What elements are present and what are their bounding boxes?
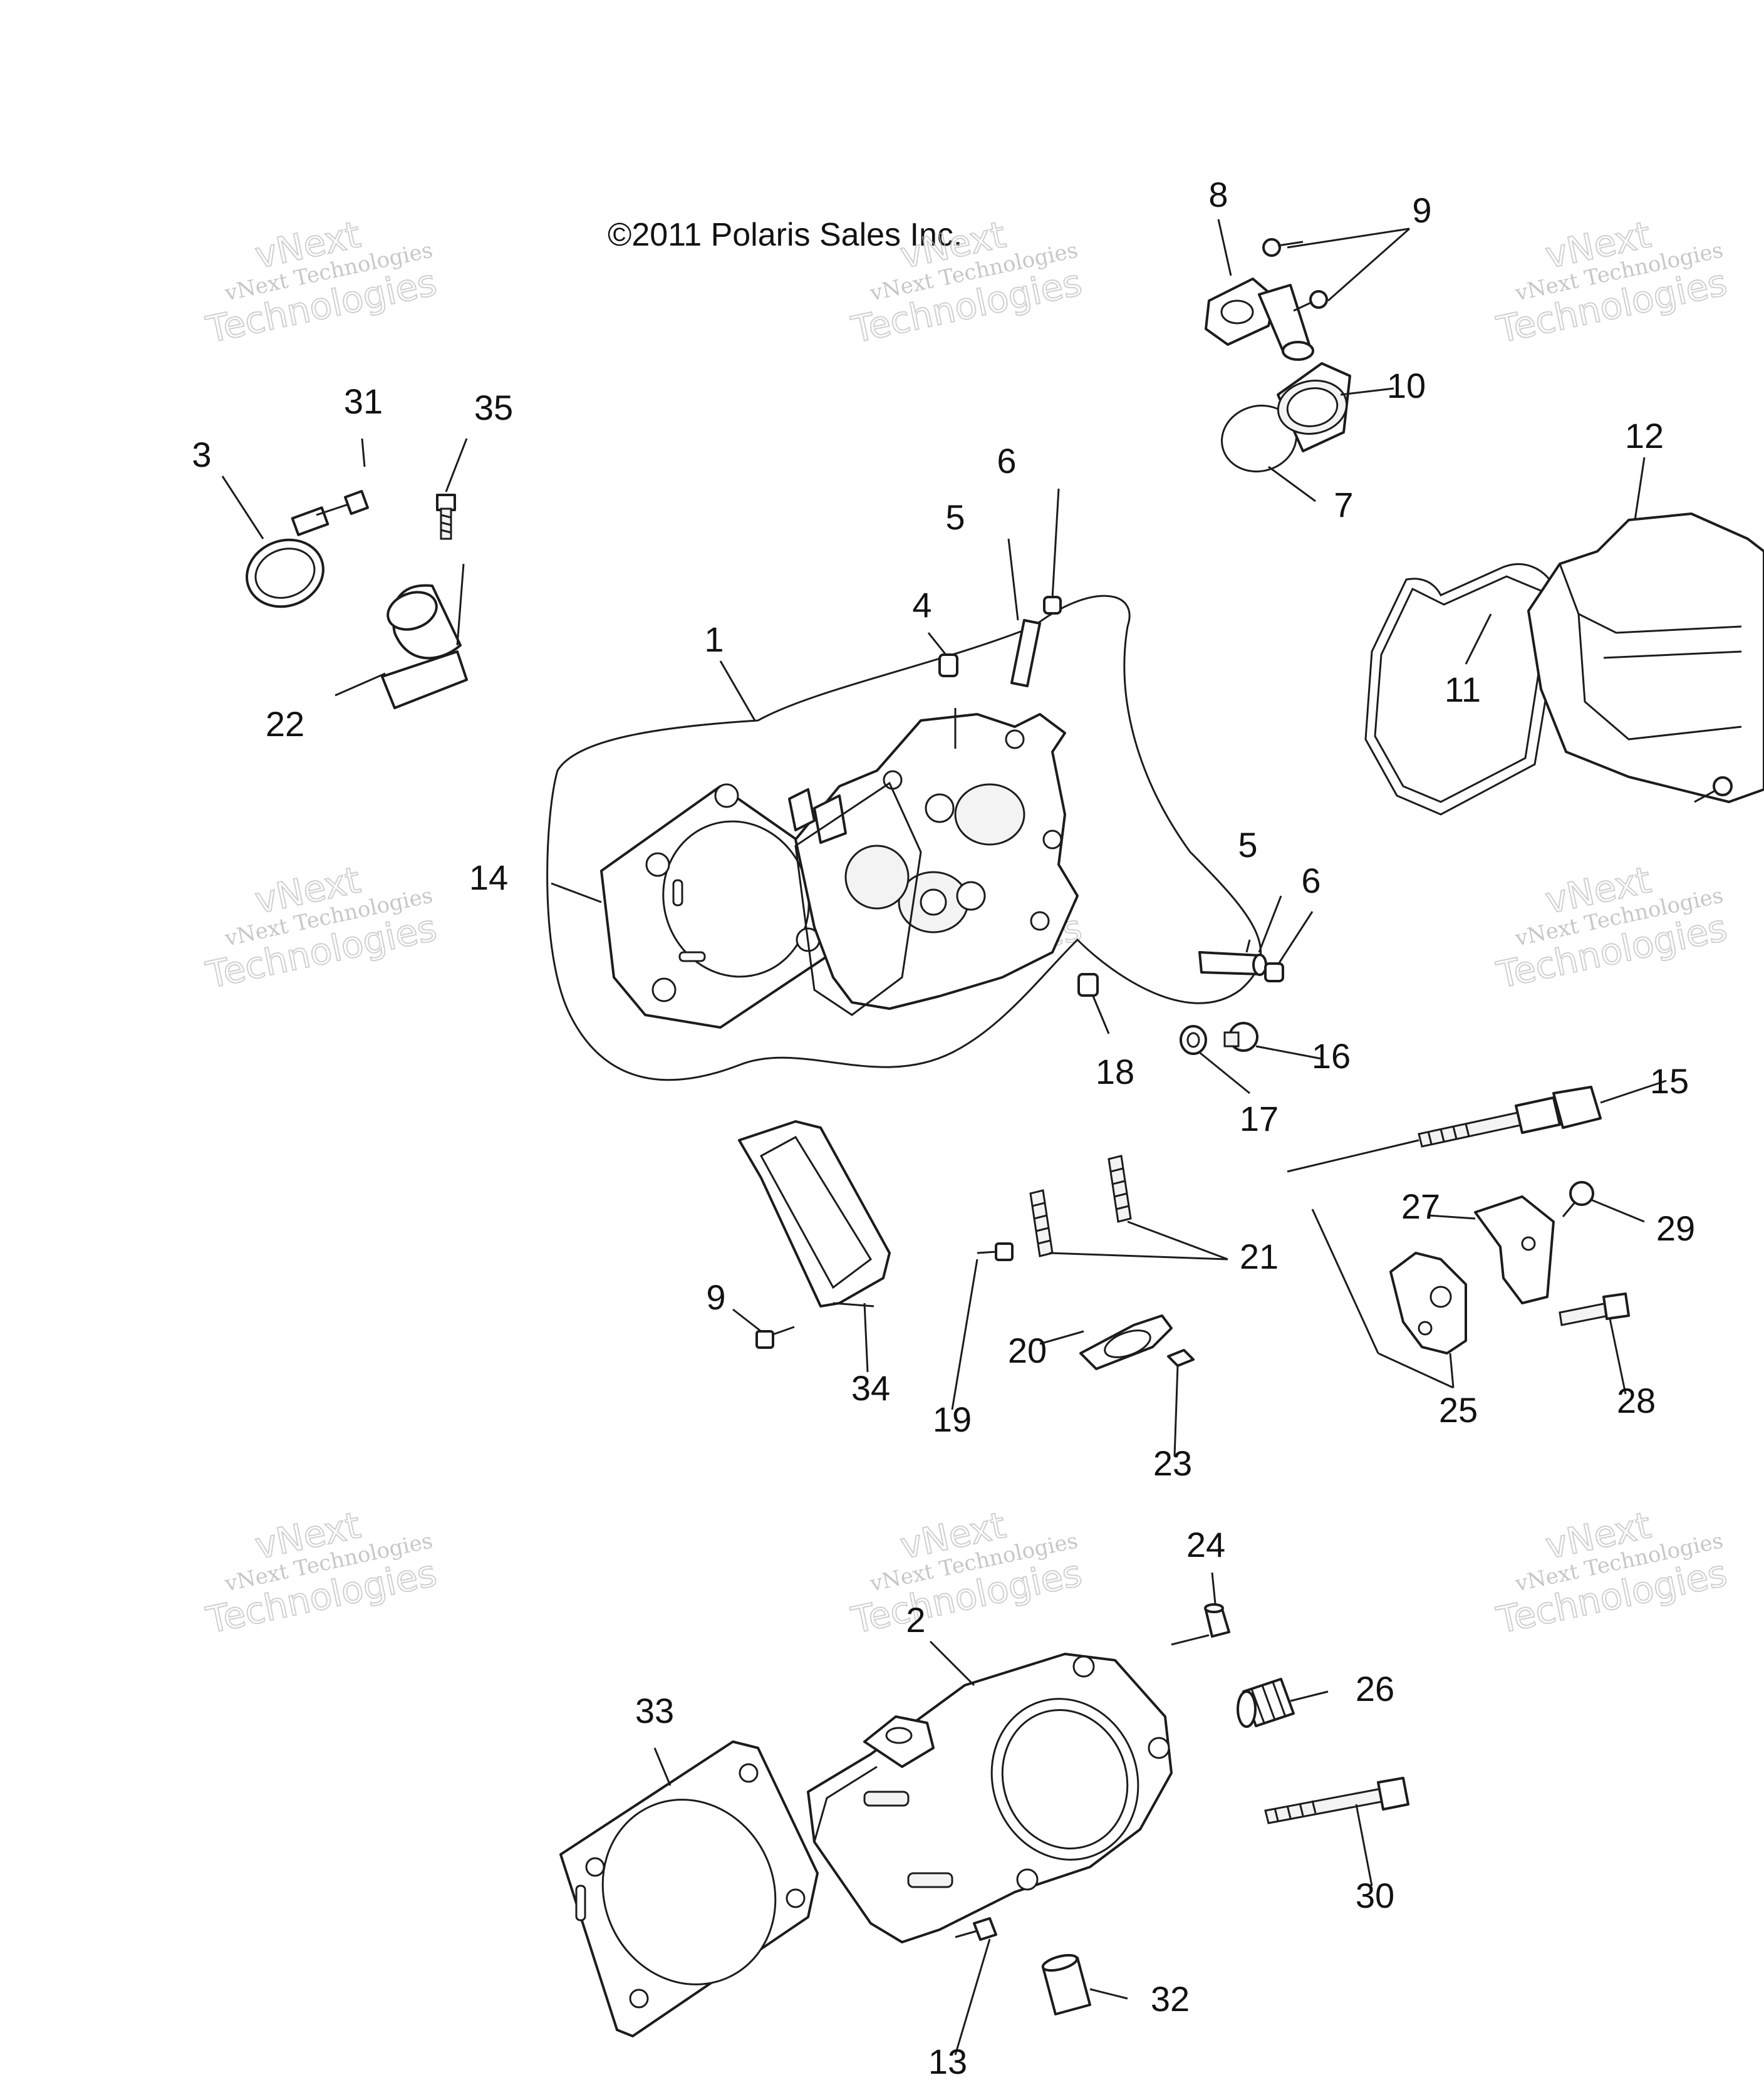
cylinder-part-2: [807, 1653, 1173, 1943]
bracket-part-27: [1474, 1195, 1555, 1304]
housing-part-10: [1277, 362, 1351, 452]
callout-32: 32: [1151, 1979, 1190, 2019]
callout-35: 35: [474, 388, 513, 427]
head-cover-gasket-outline: [794, 781, 922, 1016]
watermark: vNext vNext Technologies Technologies: [202, 212, 441, 352]
copyright-text: ©2011 Polaris Sales Inc.: [608, 217, 962, 253]
leader-lines: [221, 219, 1667, 2056]
bolt-part-19: [977, 1242, 1014, 1261]
callout-21: 21: [1240, 1237, 1279, 1276]
callout-9: 9: [1412, 190, 1431, 230]
callout-16: 16: [1312, 1036, 1351, 1076]
callout-20: 20: [1008, 1331, 1047, 1370]
callout-28: 28: [1617, 1381, 1656, 1420]
callout-9: 9: [706, 1277, 725, 1317]
bolt-part-9c: [755, 1326, 795, 1349]
dowel-part-24: [1204, 1603, 1230, 1638]
bolt-part-cover: [1694, 776, 1733, 803]
callout-19: 19: [933, 1400, 972, 1439]
callout-1: 1: [704, 620, 724, 659]
intake-boot-part-22: [381, 584, 468, 709]
cylinder-head-outline-part-1: [546, 595, 1262, 1081]
callout-10: 10: [1387, 366, 1426, 405]
callout-6: 6: [1301, 861, 1320, 900]
watermark: vNext vNext Technologies Technologies: [1492, 1503, 1731, 1643]
callout-4: 4: [912, 585, 931, 625]
callout-31: 31: [344, 382, 383, 421]
callout-23: 23: [1153, 1443, 1192, 1483]
callout-2: 2: [906, 1600, 925, 1640]
callout-17: 17: [1240, 1099, 1279, 1138]
bolt-part-29: [1562, 1181, 1594, 1217]
screw-part-35: [436, 494, 456, 540]
clip-part-23: [1167, 1349, 1195, 1367]
bolt-part-15: [1418, 1086, 1602, 1148]
clamp-part-3: [246, 506, 329, 608]
exhaust-gasket-part-20: [1079, 1314, 1173, 1370]
cylinder-head-part-1: [788, 713, 1079, 1010]
seal-part-6a: [1043, 596, 1062, 615]
callout-7: 7: [1334, 485, 1353, 524]
screw-part-31: [316, 490, 369, 516]
bolt-part-28: [1559, 1292, 1630, 1326]
bracket-part-25: [1389, 1252, 1467, 1354]
callout-3: 3: [192, 435, 211, 474]
callout-25: 25: [1439, 1390, 1478, 1430]
valve-guide-part-5b: [1198, 951, 1267, 976]
watermark: vNext vNext Technologies Technologies: [1492, 212, 1731, 352]
callout-30: 30: [1356, 1876, 1394, 1915]
callout-29: 29: [1656, 1209, 1695, 1248]
seal-part-6b: [1264, 962, 1284, 982]
dowel-part-32: [1041, 1953, 1091, 2015]
watermark: vNext vNext Technologies Technologies: [1492, 858, 1731, 997]
stud-part-21a: [1029, 1189, 1054, 1257]
callout-34: 34: [851, 1368, 890, 1408]
callout-22: 22: [266, 704, 304, 744]
callout-11: 11: [1445, 670, 1481, 709]
callout-labels: 8 9 10 7 12 11 31 3 35 22 1 4 5 6 5 6 16…: [192, 175, 1695, 2081]
bolt-part-13: [955, 1917, 997, 1941]
stud-part-21b: [1108, 1155, 1132, 1223]
bolt-part-30: [1264, 1777, 1409, 1824]
callout-24: 24: [1186, 1525, 1225, 1564]
fitting-part-26: [1237, 1678, 1295, 1728]
callout-5: 5: [945, 497, 965, 537]
callout-6: 6: [997, 441, 1016, 481]
bolt-part-9a: [1262, 238, 1304, 257]
watermark: vNext vNext Technologies Technologies: [202, 858, 441, 997]
callout-27: 27: [1401, 1187, 1440, 1226]
callout-26: 26: [1356, 1669, 1394, 1708]
dowel-part-4: [938, 653, 958, 677]
callout-14: 14: [469, 858, 508, 897]
watermark: vNext vNext Technologies Technologies: [847, 1503, 1086, 1643]
callout-13: 13: [928, 2042, 967, 2081]
callout-33: 33: [635, 1691, 674, 1730]
valve-cover-part-12: [1527, 512, 1764, 803]
valve-guide-part-5a: [1010, 619, 1041, 687]
bolt-part-9b: [1293, 290, 1328, 312]
cylinder-gasket-part-33: [559, 1740, 819, 2037]
cover-part-34: [738, 1120, 891, 1308]
callout-18: 18: [1096, 1052, 1134, 1091]
callout-12: 12: [1625, 416, 1664, 455]
dowel-part-18: [1077, 973, 1099, 997]
thermostat-housing-part-8: [1205, 278, 1314, 361]
callout-5: 5: [1238, 825, 1257, 865]
plug-part-16: [1223, 1022, 1258, 1052]
watermark: vNext vNext Technologies Technologies: [202, 1503, 441, 1643]
washer-part-17: [1180, 1025, 1207, 1055]
callout-8: 8: [1208, 175, 1228, 214]
callout-15: 15: [1650, 1061, 1689, 1101]
